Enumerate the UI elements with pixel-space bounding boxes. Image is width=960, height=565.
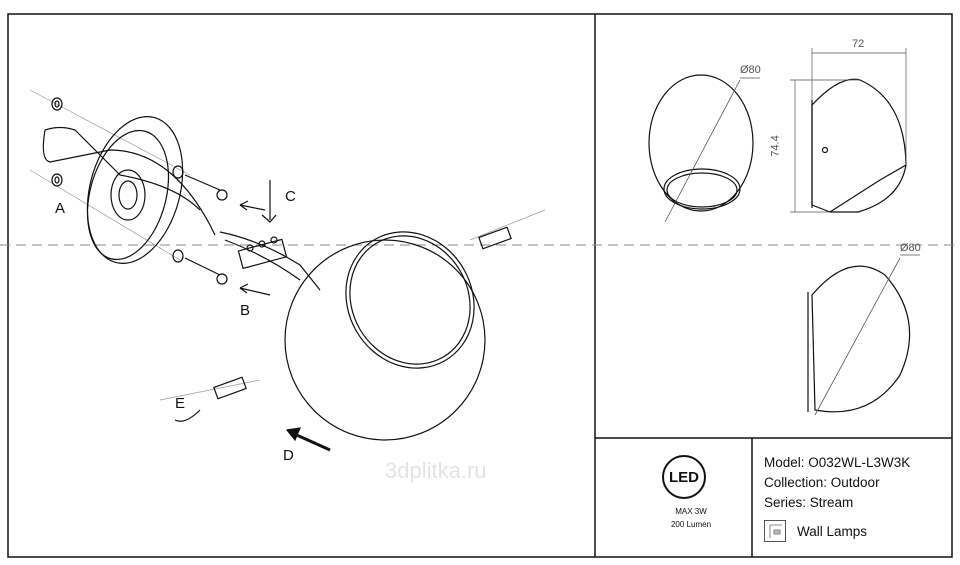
led-badge: LED: [662, 455, 706, 499]
front-diameter: Ø80: [740, 64, 761, 76]
label-b: B: [240, 302, 251, 319]
side-view: [790, 48, 907, 213]
rear-diameter: Ø80: [900, 242, 921, 254]
front-view: [648, 74, 760, 223]
lumen-rating: 200 Lumen: [670, 520, 712, 529]
label-d: D: [283, 447, 294, 464]
label-c: C: [285, 188, 296, 205]
frame-border: [7, 13, 953, 558]
model-text: Model: O032WL-L3W3K: [764, 455, 911, 470]
rear-view: [807, 254, 920, 416]
category-text: Wall Lamps: [797, 524, 868, 539]
label-e: E: [175, 395, 186, 412]
category-icon-box: [764, 520, 786, 542]
power-rating: MAX 3W: [675, 507, 707, 516]
side-height: 74.4: [769, 135, 782, 157]
watermark: 3dplitka.ru: [385, 458, 487, 483]
exploded-assembly: [29, 89, 546, 452]
side-width: 72: [852, 38, 865, 50]
collection-text: Collection: Outdoor: [764, 475, 880, 490]
wall-lamp-icon: [769, 524, 782, 538]
label-a: A: [55, 200, 66, 217]
series-text: Series: Stream: [764, 495, 854, 510]
